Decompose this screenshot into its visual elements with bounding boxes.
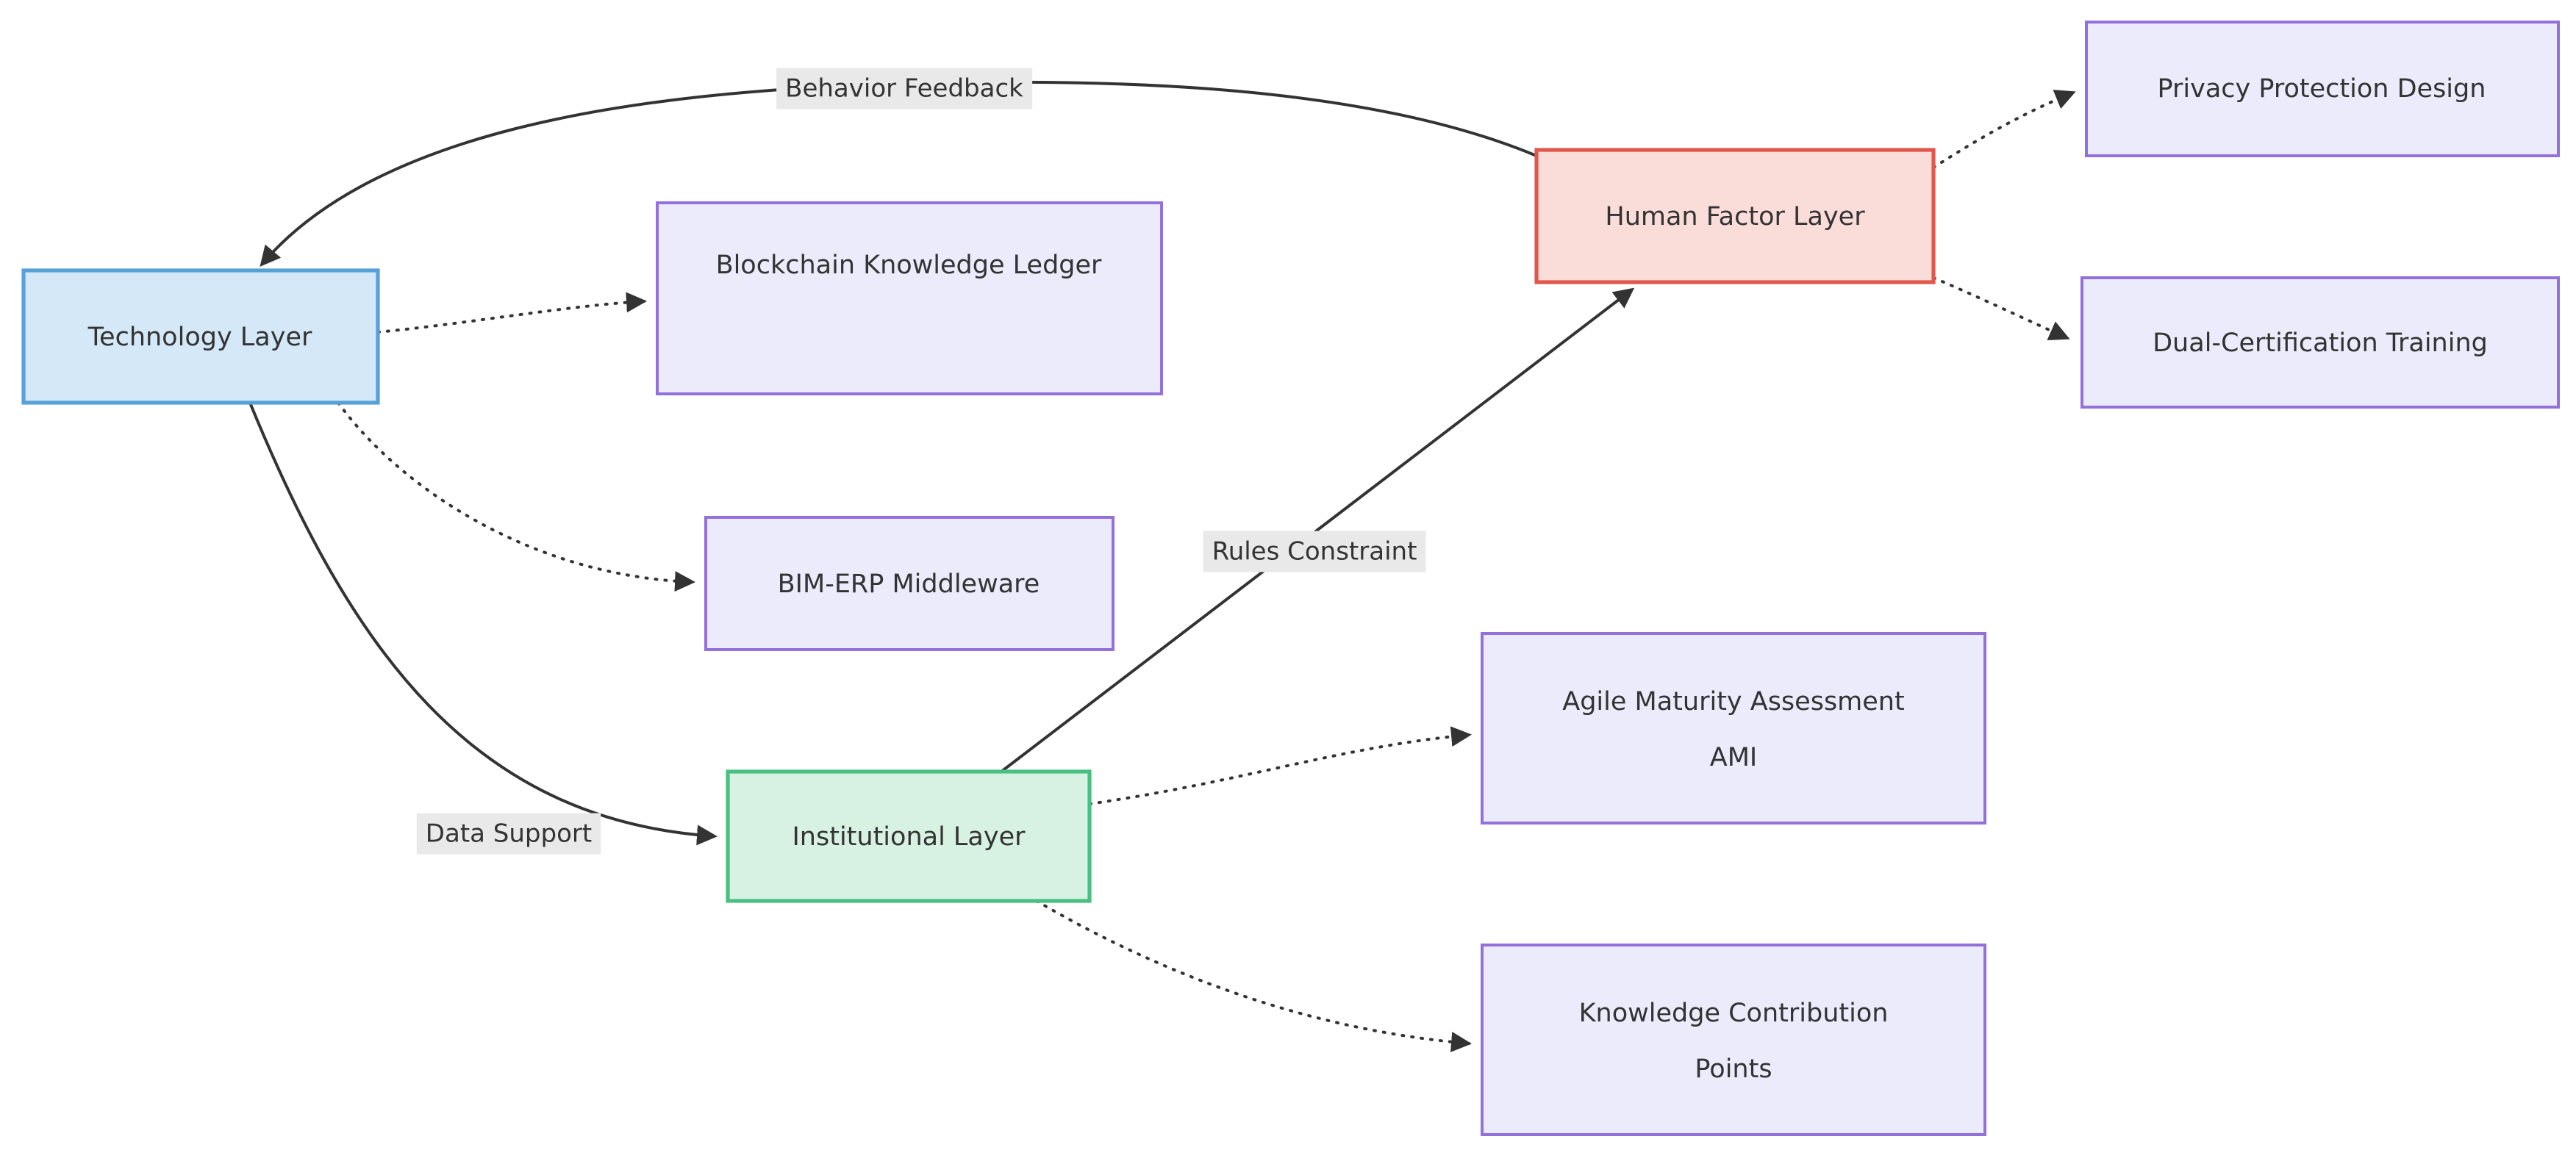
node-label: BIM-ERP Middleware <box>778 570 1040 599</box>
node-label: Technology Layer <box>87 323 312 352</box>
node-label: Institutional Layer <box>792 822 1026 852</box>
edge-label-bg <box>416 813 601 855</box>
node-institutional-layer: Institutional Layer <box>726 769 1092 903</box>
node-box <box>2085 21 2560 157</box>
node-privacy-protection-design: Privacy Protection Design <box>2085 21 2560 157</box>
node-label-line2: Points <box>1695 1055 1772 1084</box>
node-dual-certification-training: Dual-Certification Training <box>2081 276 2560 409</box>
node-box <box>1534 148 1936 284</box>
edge-institutional-to-human-rules-constraint <box>1000 287 1635 773</box>
edge-institutional-to-knowledge <box>1035 899 1472 1052</box>
edge-human-to-dual-cert <box>1932 276 2070 341</box>
edge-label-text: Rules Constraint <box>1212 537 1417 567</box>
edge-label-behavior-feedback: Behavior Feedback <box>776 68 1033 109</box>
edge-technology-to-bim-erp <box>337 401 695 592</box>
edge-label-bg <box>776 68 1033 109</box>
node-label: Privacy Protection Design <box>2158 74 2486 104</box>
node-box <box>726 769 1092 903</box>
edge-technology-to-blockchain <box>376 292 647 334</box>
node-label-line2: AMI <box>1710 743 1757 772</box>
node-label-line1: Agile Maturity Assessment <box>1562 687 1904 716</box>
node-label: Human Factor Layer <box>1605 202 1865 231</box>
edge-labels: Behavior Feedback Rules Constraint Data … <box>416 68 1426 855</box>
node-box <box>656 201 1163 395</box>
edges <box>248 80 2076 1052</box>
nodes: Technology Layer Blockchain Knowledge Le… <box>21 21 2560 1136</box>
node-blockchain-knowledge-ledger: Blockchain Knowledge Ledger <box>656 201 1163 395</box>
node-box <box>1481 632 1986 824</box>
node-box <box>704 516 1115 651</box>
node-box <box>21 268 380 405</box>
edge-label-text: Behavior Feedback <box>785 74 1023 104</box>
edge-label-bg <box>1203 531 1426 572</box>
edge-human-to-privacy <box>1932 90 2076 169</box>
node-box <box>1481 944 1986 1136</box>
node-box <box>2081 276 2560 409</box>
node-human-factor-layer: Human Factor Layer <box>1534 148 1936 284</box>
edge-label-text: Data Support <box>426 819 592 849</box>
node-agile-maturity-assessment-ami: Agile Maturity Assessment AMI <box>1481 632 1986 824</box>
node-bim-erp-middleware: BIM-ERP Middleware <box>704 516 1115 651</box>
edge-label-rules-constraint: Rules Constraint <box>1203 531 1426 572</box>
node-technology-layer: Technology Layer <box>21 268 380 405</box>
node-label: Dual-Certification Training <box>2153 328 2488 358</box>
edge-label-data-support: Data Support <box>416 813 601 855</box>
edge-institutional-to-agile <box>1088 726 1472 805</box>
node-knowledge-contribution-points: Knowledge Contribution Points <box>1481 944 1986 1136</box>
node-label: Blockchain Knowledge Ledger <box>716 251 1102 280</box>
edge-technology-to-institutional-data-support <box>248 402 718 846</box>
node-label-line1: Knowledge Contribution <box>1579 999 1889 1028</box>
